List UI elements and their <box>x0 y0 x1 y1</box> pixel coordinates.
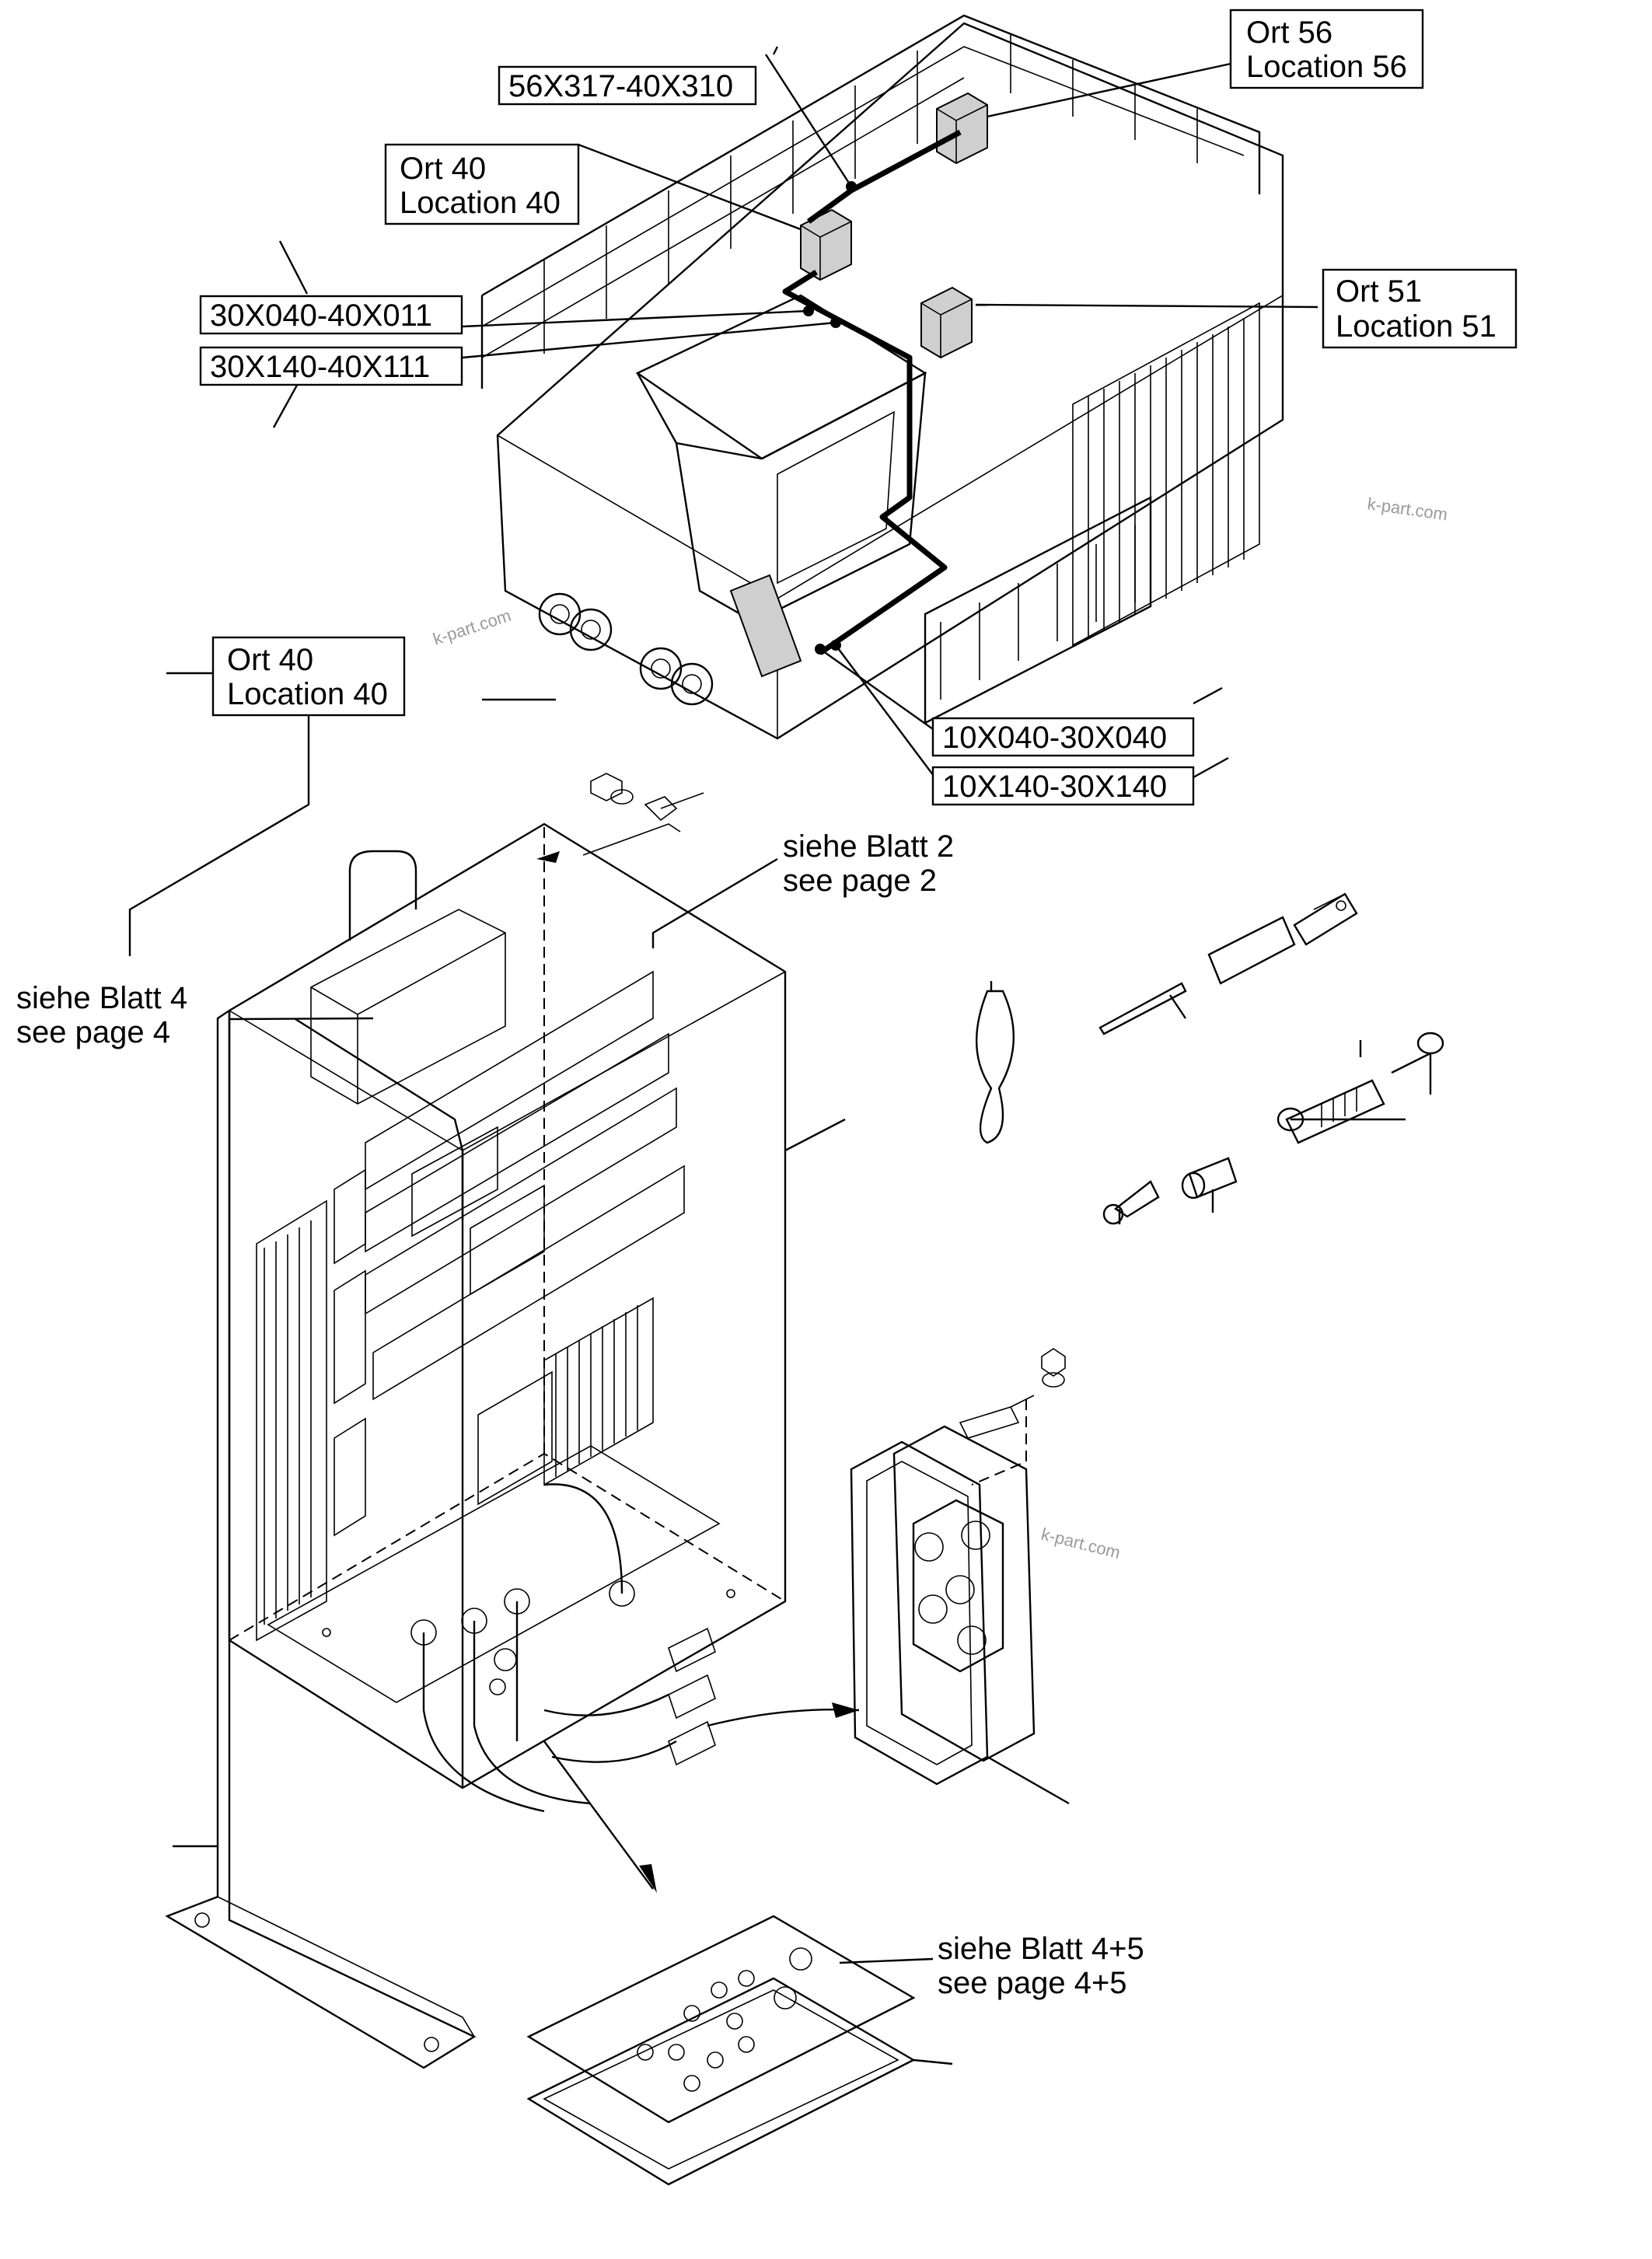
machine-illustration <box>480 14 1284 740</box>
reference-page45: siehe Blatt 4+5 see page 4+5 <box>938 1932 1144 2000</box>
watermark: k-part.com <box>431 606 514 649</box>
callout-ort40-top-line1: Ort 40 <box>400 152 486 186</box>
cable-label-56x317-text: 56X317-40X310 <box>508 69 733 103</box>
cable-label-10x140-text: 10X140-30X140 <box>942 770 1167 804</box>
callout-ort51-line2: Location 51 <box>1336 309 1497 344</box>
callout-ort56: Ort 56 Location 56 <box>1229 9 1424 89</box>
cable-route <box>782 129 962 655</box>
cable-label-56x317: 56X317-40X310 <box>498 65 757 106</box>
hardware-parts <box>526 773 1444 2186</box>
reference-page45-line2: see page 4+5 <box>938 1966 1127 2000</box>
watermark: k-part.com <box>1366 494 1448 524</box>
bottom-plates <box>526 1915 953 2186</box>
callout-ort56-line2: Location 56 <box>1246 50 1407 84</box>
location-box-51 <box>920 286 973 359</box>
callout-ort56-line1: Ort 56 <box>1246 16 1332 50</box>
watermark: k-part.com <box>1039 1524 1123 1562</box>
gasket-pair <box>850 1425 1070 1805</box>
control-cabinet <box>165 822 860 2069</box>
reference-page2: siehe Blatt 2 see page 2 <box>783 829 954 898</box>
cable-label-30x040-text: 30X040-40X011 <box>210 299 432 333</box>
callout-ort51-line1: Ort 51 <box>1336 274 1422 309</box>
location-box-56 <box>936 92 988 165</box>
cable-label-10x140: 10X140-30X140 <box>931 766 1195 806</box>
reference-page2-line1: siehe Blatt 2 <box>783 829 954 864</box>
cable-label-30x040: 30X040-40X011 <box>199 295 463 335</box>
location-box-40 <box>800 208 852 281</box>
reference-page4: siehe Blatt 4 see page 4 <box>16 981 187 1049</box>
cable-label-10x040: 10X040-30X040 <box>931 717 1195 757</box>
reference-page4-line1: siehe Blatt 4 <box>16 981 187 1015</box>
reference-page45-line1: siehe Blatt 4+5 <box>938 1932 1144 1966</box>
callout-ort40-cabinet-line1: Ort 40 <box>227 643 313 677</box>
callout-ort40-cabinet-line2: Location 40 <box>227 677 388 711</box>
callout-ort40-top-line2: Location 40 <box>400 186 561 220</box>
callout-ort51: Ort 51 Location 51 <box>1322 268 1518 349</box>
machine-leaders <box>272 46 1318 786</box>
callout-ort40-top: Ort 40 Location 40 <box>384 143 580 225</box>
cable-label-10x040-text: 10X040-30X040 <box>942 721 1167 755</box>
cable-label-30x140: 30X140-40X111 <box>199 346 463 386</box>
reference-page4-line2: see page 4 <box>16 1015 170 1049</box>
reference-page2-line2: see page 2 <box>783 864 937 898</box>
cable-label-30x140-text: 30X140-40X111 <box>210 350 430 384</box>
callout-ort40-cabinet: Ort 40 Location 40 <box>211 636 406 717</box>
